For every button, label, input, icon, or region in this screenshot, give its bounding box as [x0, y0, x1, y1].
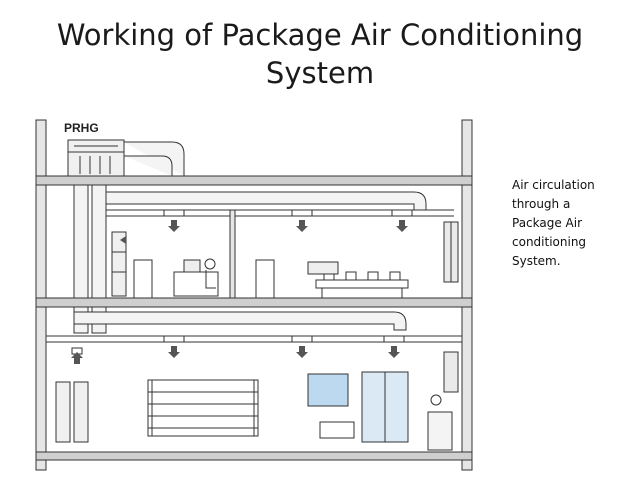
- building-cross-section-diagram: PRHG: [35, 119, 473, 471]
- partition-wall: [229, 209, 236, 299]
- middle-floor-slab: [35, 297, 473, 308]
- package-unit-label: PRHG: [64, 121, 99, 135]
- office-desk: [173, 258, 219, 297]
- slide-title: Working of Package Air Conditioning Syst…: [40, 16, 600, 92]
- caption-line: through a: [512, 197, 571, 211]
- return-air-arrow-icon: [71, 236, 126, 364]
- roof-slab: [35, 175, 473, 186]
- supply-air-arrow-icon: [168, 220, 408, 358]
- caption-line: System.: [512, 254, 561, 268]
- caption-line: Air circulation: [512, 178, 595, 192]
- ceiling-diffusers-lower: [163, 335, 405, 343]
- lower-window-left: [307, 373, 349, 407]
- title-line-1: Working of Package Air Conditioning: [56, 18, 584, 52]
- caption-line: Package Air: [512, 216, 583, 230]
- right-wall: [461, 119, 473, 471]
- caption-line: conditioning: [512, 235, 587, 249]
- storage-shelving: [147, 379, 259, 437]
- ceiling-diffusers-upper: [163, 209, 413, 217]
- ground-slab: [35, 451, 473, 461]
- upper-supply-duct: [105, 191, 427, 211]
- supply-riser-duct: [73, 184, 89, 299]
- package-unit: [67, 139, 125, 177]
- left-wall: [35, 119, 47, 471]
- diagram-caption: Air circulation through a Package Air co…: [512, 176, 622, 271]
- lower-supply-duct: [73, 311, 407, 331]
- conference-table: [307, 261, 409, 298]
- return-riser-duct: [91, 184, 107, 299]
- title-line-2: System: [265, 56, 375, 90]
